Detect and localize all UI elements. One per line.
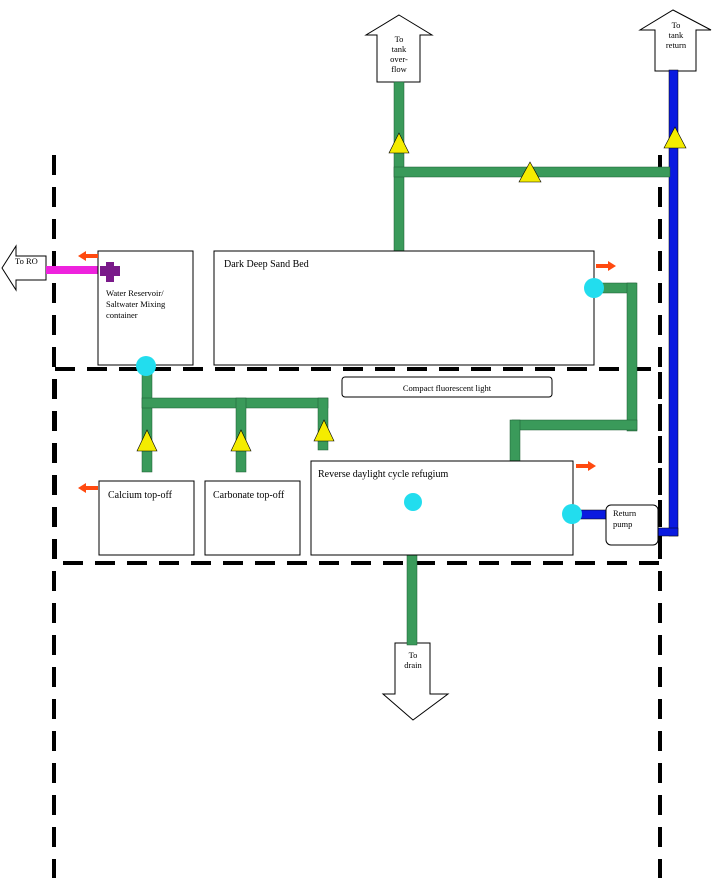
ro-valve-icon	[100, 262, 120, 282]
box-calcium-frame	[98, 480, 195, 556]
box-carbonate: Carbonate top-off	[204, 480, 301, 556]
box-sandbed-frame	[213, 250, 595, 366]
box-calcium-label: Calcium top-off	[108, 490, 173, 501]
arrow-to-tank-return: To tank return	[638, 9, 712, 72]
topoff-riser	[141, 365, 153, 473]
arrow-to-drain-shape	[381, 642, 450, 721]
overflow-arrow-icon	[78, 251, 98, 261]
arrow-to-drain-label: To drain	[404, 650, 422, 670]
box-carbonate-frame	[204, 480, 301, 556]
box-light-frame	[341, 376, 553, 398]
junction-icon	[584, 278, 604, 298]
sandbed-outlet-v	[626, 282, 638, 432]
arrow-to-tank-return-label: To tank return	[665, 20, 687, 50]
box-carbonate-label: Carbonate top-off	[213, 490, 285, 501]
junction-icon	[136, 356, 156, 376]
cabinet-outline	[53, 367, 662, 565]
box-light-label: Compact fluorescent light	[403, 383, 492, 393]
topoff-manifold	[141, 397, 329, 409]
check-valve-icon	[518, 161, 542, 183]
overflow-arrow-icon	[596, 261, 616, 271]
box-light: Compact fluorescent light	[341, 376, 553, 398]
magenta-pipe	[46, 266, 108, 274]
arrow-to-tank-overflow-label: To tank over- flow	[390, 34, 408, 74]
box-refugium-label: Reverse daylight cycle refugium	[318, 469, 448, 480]
arrow-to-tank-overflow: To tank over- flow	[364, 14, 434, 83]
blue-pipe-to-pump	[577, 509, 609, 520]
junction-icon	[562, 504, 582, 524]
overflow-arrows	[78, 251, 616, 493]
junctions	[136, 278, 604, 524]
junction-icon	[404, 493, 422, 511]
check-valve-icon	[388, 132, 410, 154]
arrow-to-ro-label: To RO	[15, 256, 38, 266]
arrow-to-ro: To RO	[1, 244, 47, 292]
check-valve-icon	[663, 126, 687, 149]
overflow-arrow-icon	[78, 483, 98, 493]
check-valve-icon	[230, 429, 252, 452]
box-sandbed-label: Dark Deep Sand Bed	[224, 259, 309, 270]
box-refugium-frame	[310, 460, 574, 556]
check-valves	[136, 126, 687, 452]
box-return-pump-label: Return pump	[613, 508, 637, 529]
refugium-feed-h	[511, 419, 638, 431]
box-return-pump-frame	[605, 504, 659, 546]
arrow-to-drain: To drain	[381, 642, 450, 721]
box-return-pump: Return pump	[605, 504, 659, 546]
ro-valve-horizontal	[100, 266, 120, 276]
arrow-to-ro-shape	[1, 244, 47, 292]
box-reservoir-label: Water Reservoir/ Saltwater Mixing contai…	[106, 288, 166, 320]
box-refugium: Reverse daylight cycle refugium	[310, 460, 574, 556]
dashed-outline	[52, 155, 662, 878]
ro-line-magenta	[46, 266, 108, 274]
box-calcium: Calcium top-off	[98, 480, 195, 556]
check-valve-icon	[136, 429, 158, 452]
blue-pipe-from-pump	[655, 527, 679, 537]
check-valve-icon	[313, 419, 335, 442]
box-sandbed: Dark Deep Sand Bed	[213, 250, 595, 366]
overflow-arrow-icon	[576, 461, 596, 471]
